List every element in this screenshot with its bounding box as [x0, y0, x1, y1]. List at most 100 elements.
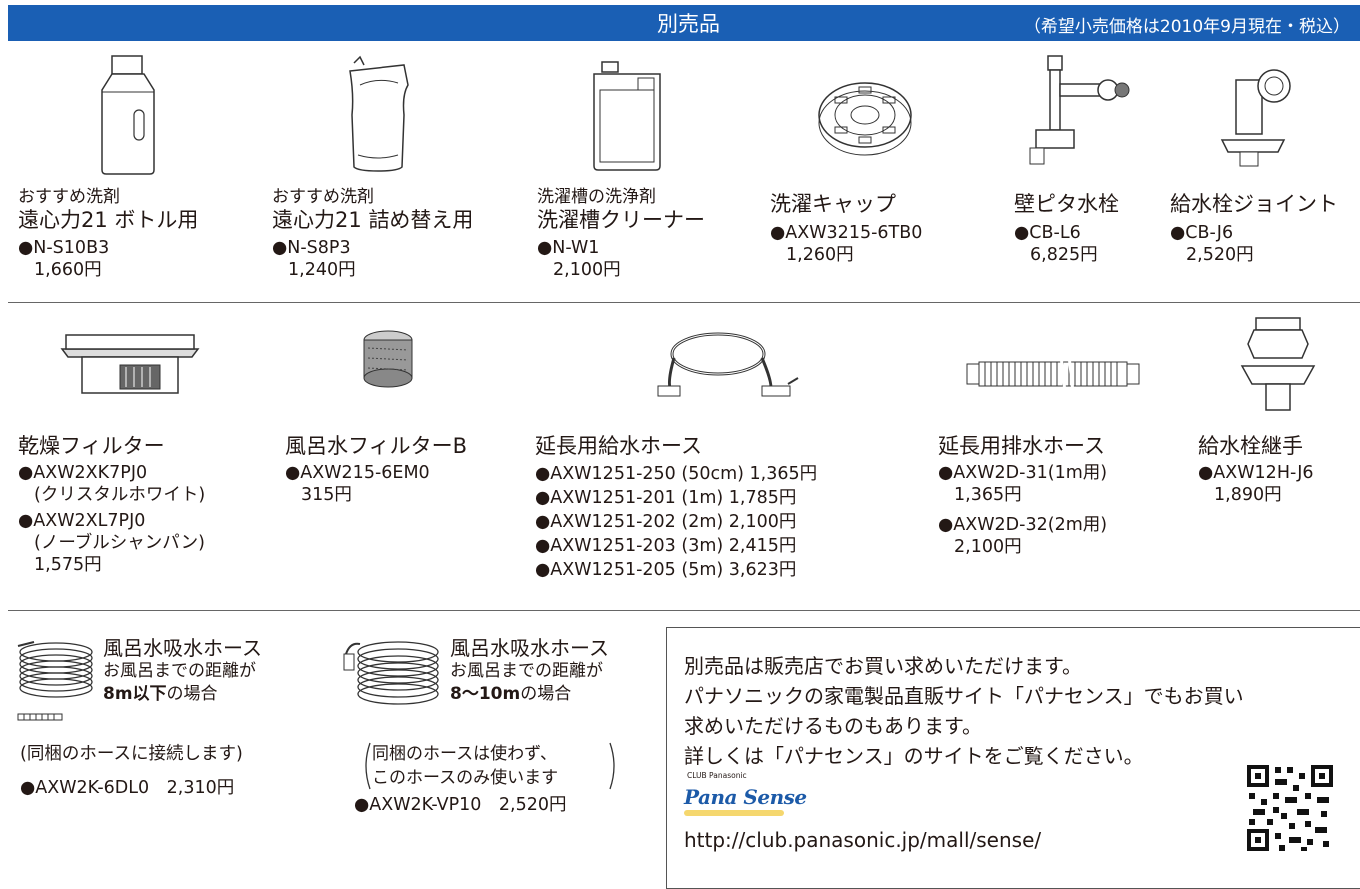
- distance-value: 8m以下: [103, 684, 167, 704]
- item-price: 1,260円: [786, 245, 854, 265]
- header-bar: 別売品 （希望小売価格は2010年9月現在・税込）: [8, 5, 1360, 41]
- item-bottle-detergent: おすすめ洗剤 遠心力21 ボトル用 N-S10B3 1,660円: [18, 187, 198, 281]
- item-code: AXW12H-J6: [1198, 462, 1313, 484]
- item-name: 延長用排水ホース: [938, 434, 1105, 458]
- item-code: N-S8P3: [272, 237, 473, 259]
- item-tub-cleaner: 洗濯槽の洗浄剤 洗濯槽クリーナー N-W1 2,100円: [537, 187, 705, 281]
- item-code: AXW2D-31(1m用): [938, 462, 1107, 484]
- faucet-joint-illustration: [1220, 69, 1291, 167]
- refill-pouch-illustration: [349, 55, 409, 172]
- detergent-bottle-illustration: [101, 55, 155, 175]
- item-name: 洗濯キャップ: [770, 192, 896, 216]
- supply-hose-illustration: [657, 332, 799, 397]
- panasense-logo: Pana Sense: [684, 785, 807, 809]
- notice-box: 別売品は販売店でお買い求めいただけます。 パナソニックの家電製品直販サイト「パナ…: [666, 627, 1360, 889]
- item-price: 1,890円: [1214, 485, 1282, 505]
- bath-hose-distance: 8m以下の場合: [103, 684, 218, 705]
- distance-suffix: の場合: [520, 684, 572, 704]
- item-category: おすすめ洗剤: [272, 187, 374, 207]
- item-name: 乾燥フィルター: [18, 434, 165, 458]
- qr-code-icon: [1245, 763, 1335, 853]
- item-price: 2,520円: [1186, 245, 1254, 265]
- item-faucet-joint: 給水栓ジョイント CB-J6 2,520円: [1170, 191, 1338, 266]
- washer-cap-illustration: [818, 82, 912, 156]
- bath-hose-code-price: AXW2K-VP10 2,520円: [354, 794, 566, 816]
- bath-hose-distance: 8〜10mの場合: [450, 684, 571, 705]
- hose-variant: AXW1251-250 (50cm) 1,365円: [535, 462, 817, 486]
- item-price: 315円: [301, 485, 352, 505]
- bath-hose-code-price: AXW2K-6DL0 2,310円: [20, 777, 234, 799]
- item-name: 遠心力21 ボトル用: [18, 208, 199, 232]
- item-name: 給水栓継手: [1198, 434, 1303, 458]
- item-code: AXW2XL7PJ0: [18, 510, 205, 532]
- notice-line: 求めいただけるものもあります。: [684, 714, 982, 738]
- item-code: CB-J6: [1170, 222, 1338, 244]
- header-title: 別売品: [657, 12, 720, 36]
- price-date-note: （希望小売価格は2010年9月現在・税込）: [1023, 17, 1350, 37]
- item-washer-cap: 洗濯キャップ AXW3215-6TB0 1,260円: [770, 191, 922, 266]
- bath-hose-title: 風呂水吸水ホース: [450, 636, 609, 660]
- distance-value: 8〜10m: [450, 684, 521, 704]
- item-name: 壁ピタ水栓: [1014, 192, 1119, 216]
- dry-filter-illustration: [60, 334, 200, 394]
- item-code: AXW2D-32(2m用): [938, 514, 1107, 536]
- notice-line: 詳しくは「パナセンス」のサイトをご覧ください。: [684, 744, 1144, 768]
- bath-hose-note: 同梱のホースは使わず、: [372, 744, 557, 764]
- item-dry-filter: 乾燥フィルター AXW2XK7PJ0 (クリスタルホワイト) AXW2XL7PJ…: [18, 433, 205, 576]
- hose-variant: AXW1251-203 (3m) 2,415円: [535, 534, 817, 558]
- bath-filter-illustration: [363, 330, 413, 388]
- distance-suffix: の場合: [166, 684, 218, 704]
- bath-hose-note: このホースのみ使います: [372, 768, 559, 788]
- bath-hose-title: 風呂水吸水ホース: [103, 636, 262, 660]
- item-color: (ノーブルシャンパン): [34, 533, 205, 553]
- item-price: 1,575円: [34, 555, 102, 575]
- item-price: 2,100円: [954, 537, 1022, 557]
- bath-hose-coil-illustration: [17, 641, 93, 721]
- bath-hose-coil-illustration: [343, 641, 439, 705]
- item-code: AXW215-6EM0: [285, 462, 467, 484]
- row-divider: [8, 302, 1360, 303]
- item-faucet-fitting: 給水栓継手 AXW12H-J6 1,890円: [1198, 433, 1314, 506]
- item-price: 6,825円: [1030, 245, 1098, 265]
- row-divider: [8, 610, 1360, 611]
- bracket-left: [365, 742, 371, 790]
- item-price: 1,240円: [288, 260, 356, 280]
- club-panasonic-label: CLUB Panasonic: [687, 771, 747, 780]
- bath-hose-note: (同梱のホースに接続します): [20, 744, 243, 764]
- item-name: 延長用給水ホース: [535, 434, 702, 458]
- item-name: 風呂水フィルターB: [285, 434, 467, 458]
- logo-underline: [684, 810, 784, 816]
- faucet-fitting-illustration: [1240, 317, 1316, 411]
- item-name: 遠心力21 詰め替え用: [272, 208, 474, 232]
- item-code: N-S10B3: [18, 237, 198, 259]
- item-color: (クリスタルホワイト): [34, 485, 206, 505]
- item-supply-hose: 延長用給水ホース AXW1251-250 (50cm) 1,365円 AXW12…: [535, 433, 817, 582]
- item-price: 2,100円: [553, 260, 621, 280]
- hose-variant: AXW1251-205 (5m) 3,623円: [535, 558, 817, 582]
- notice-line: パナソニックの家電製品直販サイト「パナセンス」でもお買い: [684, 684, 1244, 708]
- bath-hose-desc: お風呂までの距離が: [450, 661, 603, 681]
- item-price: 1,660円: [34, 260, 102, 280]
- wall-faucet-illustration: [1029, 55, 1130, 165]
- cleaner-jug-illustration: [593, 61, 661, 171]
- item-code: AXW2XK7PJ0: [18, 462, 205, 484]
- item-category: おすすめ洗剤: [18, 187, 120, 207]
- bracket-right: [609, 742, 615, 790]
- bath-hose-desc: お風呂までの距離が: [103, 661, 256, 681]
- hose-variant: AXW1251-201 (1m) 1,785円: [535, 486, 817, 510]
- hose-variant: AXW1251-202 (2m) 2,100円: [535, 510, 817, 534]
- item-bath-filter: 風呂水フィルターB AXW215-6EM0 315円: [285, 433, 467, 506]
- drain-hose-illustration: [966, 356, 1140, 392]
- item-name: 洗濯槽クリーナー: [537, 208, 705, 232]
- item-category: 洗濯槽の洗浄剤: [537, 187, 656, 207]
- item-code: AXW3215-6TB0: [770, 222, 922, 244]
- item-name: 給水栓ジョイント: [1170, 192, 1338, 216]
- item-code: N-W1: [537, 237, 705, 259]
- item-drain-hose: 延長用排水ホース AXW2D-31(1m用) 1,365円 AXW2D-32(2…: [938, 433, 1107, 558]
- notice-line: 別売品は販売店でお買い求めいただけます。: [684, 654, 1082, 678]
- panasense-url[interactable]: http://club.panasonic.jp/mall/sense/: [684, 828, 1042, 852]
- item-code: CB-L6: [1014, 222, 1119, 244]
- item-refill-detergent: おすすめ洗剤 遠心力21 詰め替え用 N-S8P3 1,240円: [272, 187, 473, 281]
- item-price: 1,365円: [954, 485, 1022, 505]
- item-wall-faucet: 壁ピタ水栓 CB-L6 6,825円: [1014, 191, 1119, 266]
